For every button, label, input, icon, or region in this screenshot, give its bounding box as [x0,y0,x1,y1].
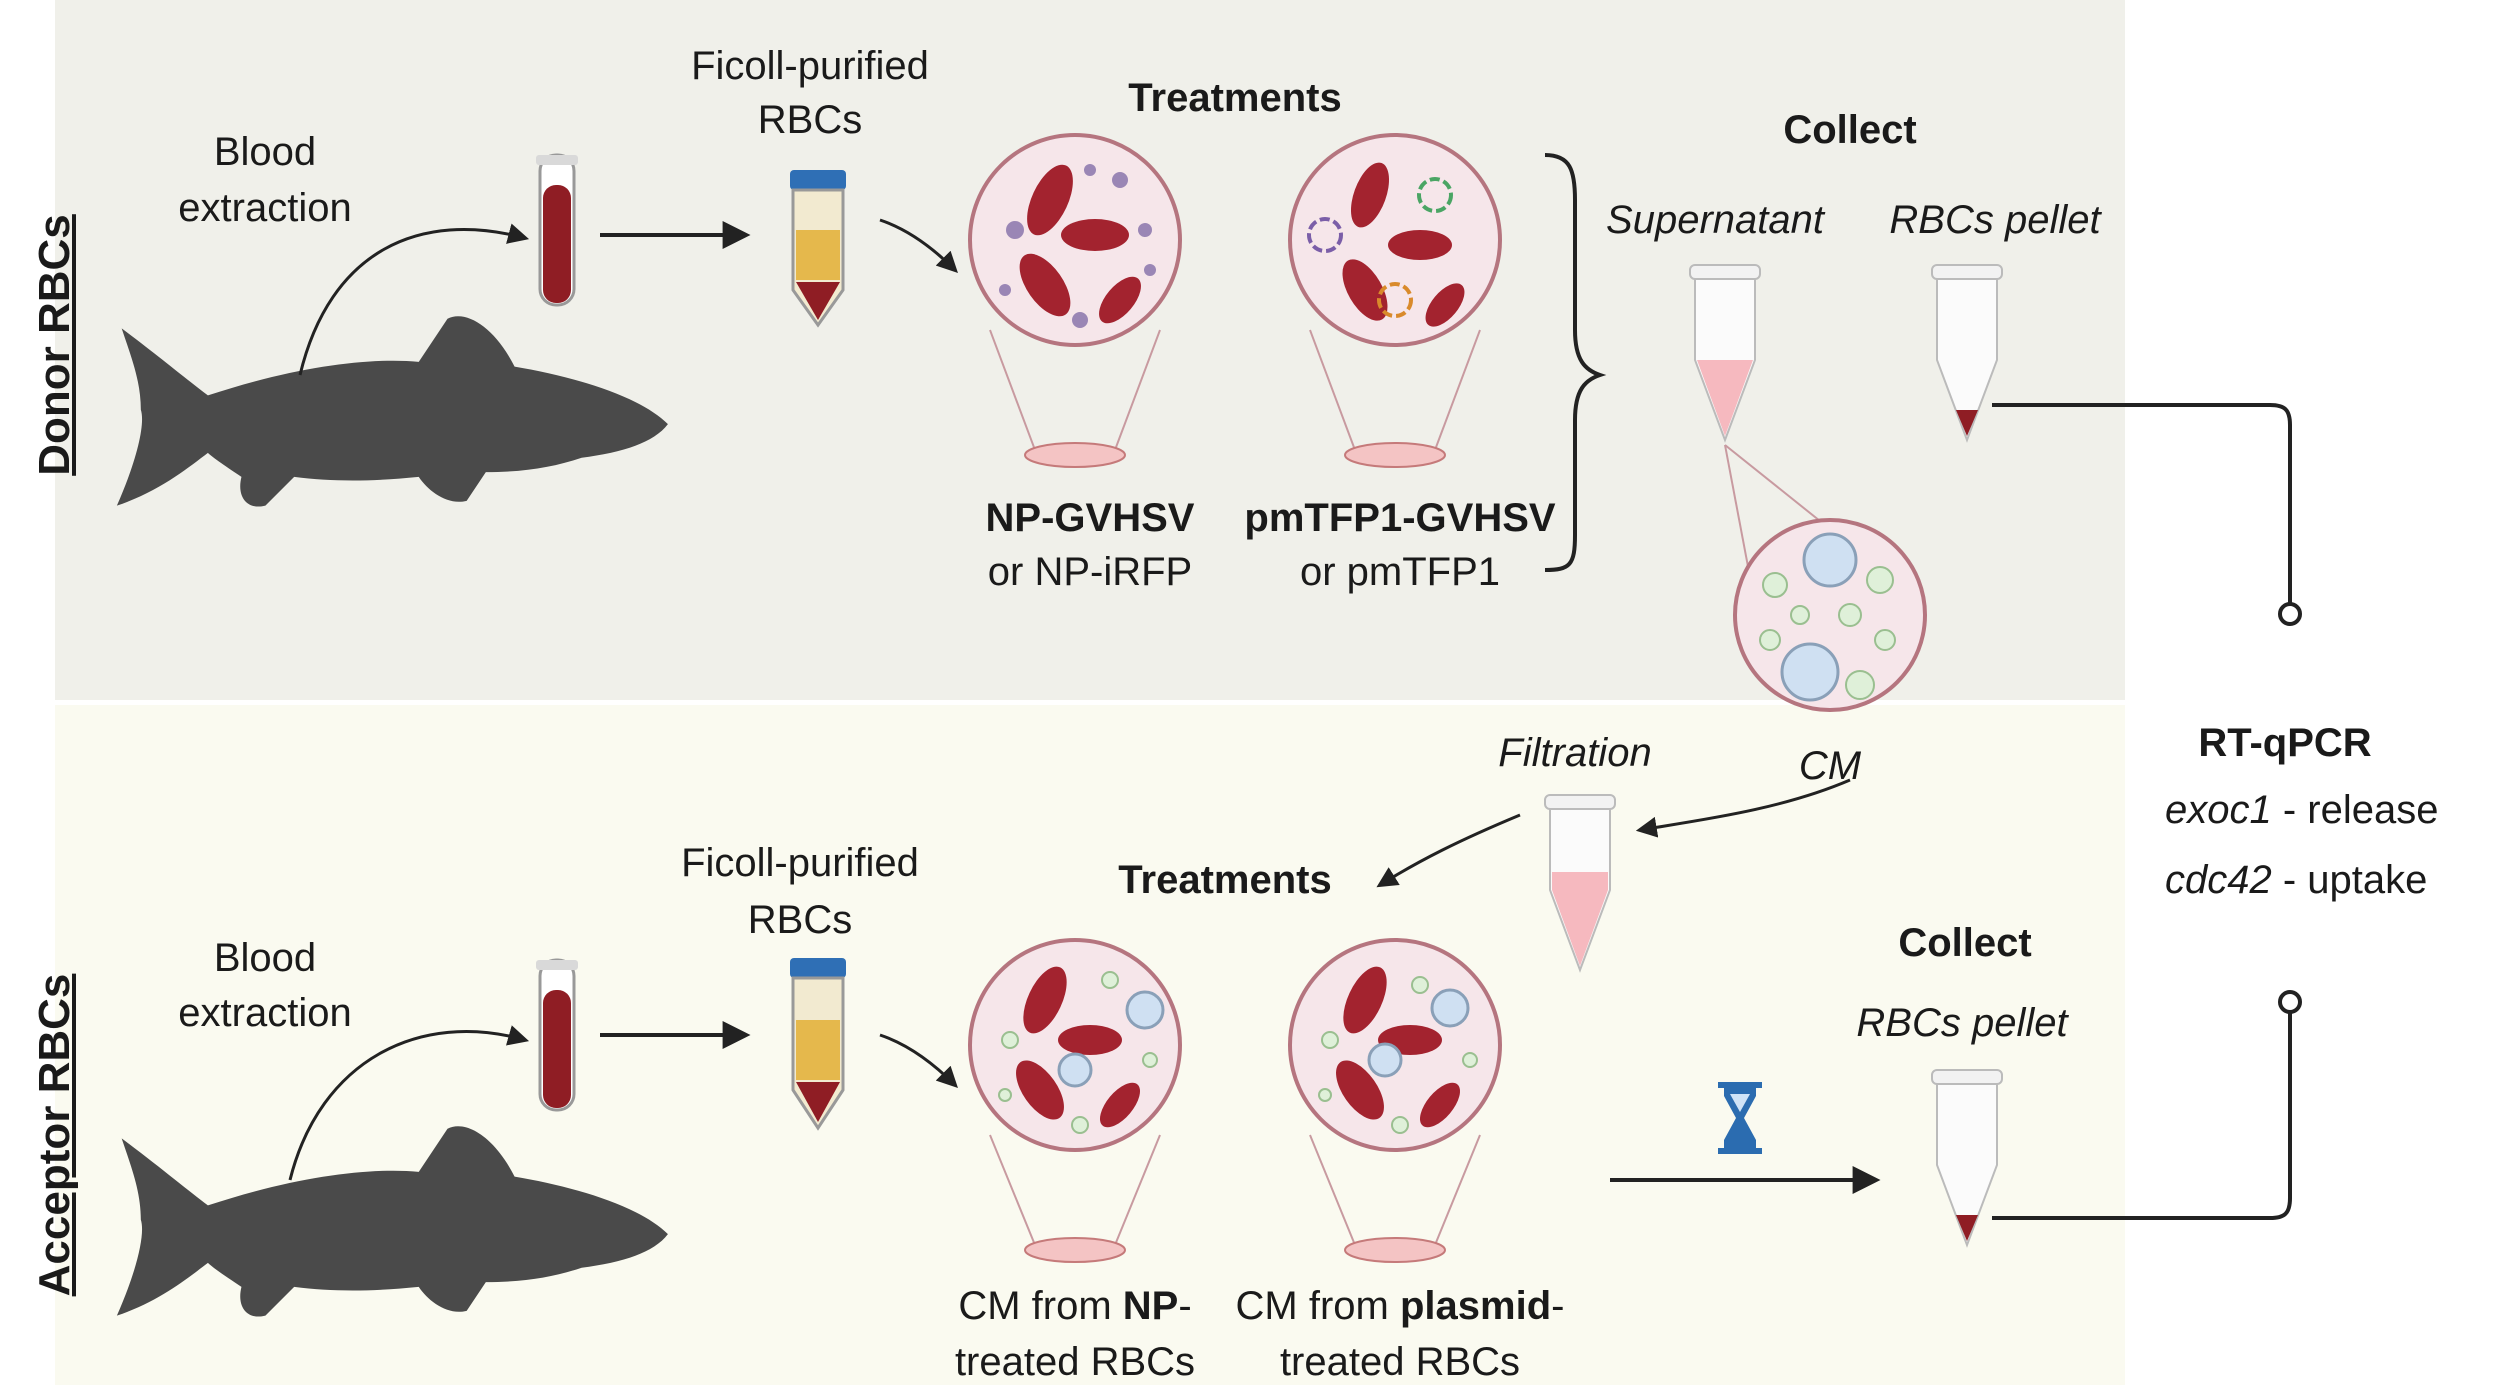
donor-blood-label-1: Blood [213,130,317,174]
acceptor-cm-plasmid-bold: plasmid [1399,1284,1552,1328]
rtqpcr-gene1-line: exoc1 - release [2165,782,2439,838]
filtration-tube-icon [1544,794,1616,973]
rtqpcr-gene2-desc: - uptake [2271,858,2428,902]
acceptor-side-label: Acceptor RBCs [30,973,79,1297]
acceptor-collect-title: Collect [1898,921,2032,965]
donor-arrow-2 [879,218,958,273]
donor-blood-arrow [298,223,530,376]
acceptor-cm-plasmid-post: - [1551,1284,1565,1328]
donor-pellet-tube-icon [1931,264,2003,443]
acceptor-np-cm-circle [968,938,1182,1263]
hourglass-icon [1718,1082,1762,1154]
acceptor-treatments-title: Treatments [1118,858,1332,902]
acceptor-pellet-tube-icon [1931,1069,2003,1248]
cm-label: CM [1798,744,1862,788]
acceptor-purified-label-2: RBCs [747,898,853,942]
rtqpcr-gene2-line: cdc42 - uptake [2165,852,2427,908]
acceptor-cm-np-pre: CM from [958,1284,1123,1328]
acceptor-cm-np-bold: NP [1122,1284,1179,1328]
donor-blood-label-2: extraction [178,186,352,230]
donor-falcon-tube-icon [790,170,846,328]
donor-collect-brace [1544,153,1607,572]
rtqpcr-title: RT-qPCR [2198,721,2372,765]
cm-vesicles-circle [1724,444,1927,712]
donor-np-treatment-bold: NP-GVHSV [985,496,1195,540]
rtqpcr-gene1-desc: - release [2271,788,2439,832]
donor-collect-title: Collect [1783,108,1917,152]
donor-plasmid-treatment-circle [1288,133,1502,468]
rtqpcr-gene2-name: cdc42 [2165,858,2272,902]
acceptor-cm-np-post: - [1178,1284,1192,1328]
acceptor-cm-plasmid-pre: CM from [1235,1284,1400,1328]
acceptor-blood-arrow [288,1025,530,1181]
donor-side-label: Donor RBCs [30,214,79,476]
donor-plasmid-treatment-alt: or pmTFP1 [1299,550,1501,594]
donor-np-treatment-circle [968,133,1182,468]
acceptor-cm-np-line2: treated RBCs [954,1340,1196,1384]
donor-treatments-title: Treatments [1128,76,1342,120]
acceptor-cm-plasmid-label: CM from plasmid- [1236,1278,1565,1334]
acceptor-purified-label-1: Ficoll-purified [681,841,919,885]
donor-plasmid-treatment-bold: pmTFP1-GVHSV [1244,496,1556,540]
cm-to-filter-arrow [1635,778,1851,838]
acceptor-arrow-2 [879,1033,958,1088]
acceptor-cm-plasmid-line2: treated RBCs [1279,1340,1521,1384]
donor-blood-tube-icon [536,153,578,307]
acceptor-pellet-label: RBCs pellet [1856,1001,2068,1045]
acceptor-cm-np-label: CM from NP- [958,1278,1191,1334]
acceptor-blood-tube-icon [536,958,578,1112]
supernatant-label: Supernatant [1606,198,1824,242]
donor-purified-label-1: Ficoll-purified [691,44,929,88]
donor-pellet-label: RBCs pellet [1889,198,2101,242]
supernatant-tube-icon [1689,264,1761,443]
acceptor-falcon-tube-icon [790,958,846,1131]
filter-to-treatment-arrow [1376,813,1521,888]
donor-rtqpcr-connector [1992,403,2292,603]
acceptor-rtqpcr-connector [1992,1012,2292,1220]
acceptor-blood-label-2: extraction [178,991,352,1035]
donor-np-treatment-alt: or NP-iRFP [987,550,1193,594]
rtqpcr-gene1-name: exoc1 [2165,788,2272,832]
filtration-label: Filtration [1498,731,1652,775]
acceptor-plasmid-cm-circle [1288,938,1502,1263]
acceptor-blood-label-1: Blood [213,936,317,980]
donor-purified-label-2: RBCs [757,98,863,142]
